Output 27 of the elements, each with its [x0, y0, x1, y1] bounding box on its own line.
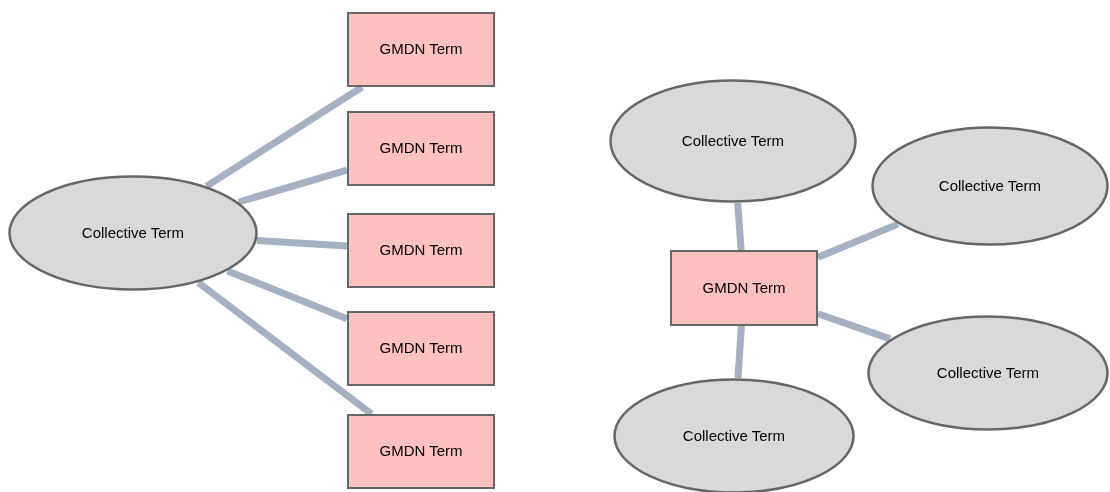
node-label: GMDN Term [379, 339, 463, 358]
connector-line [734, 325, 745, 379]
term-box [347, 111, 495, 186]
connector-line [226, 267, 349, 323]
ellipse-node [8, 175, 258, 291]
connector-line [237, 166, 348, 206]
connector-line [196, 279, 374, 417]
connector-line [734, 202, 745, 251]
ellipse-node [867, 315, 1109, 431]
term-box [347, 311, 495, 386]
term-box [670, 250, 818, 326]
node-label: Collective Term [682, 426, 786, 446]
term-box [347, 12, 495, 87]
node-label: Collective Term [938, 176, 1042, 196]
term-box [347, 414, 495, 489]
node-label: GMDN Term [702, 278, 786, 298]
ellipse-node [871, 126, 1109, 246]
node-label: GMDN Term [379, 139, 463, 158]
node-label: Collective Term [681, 131, 785, 151]
connector-line [256, 237, 348, 250]
node-label: Collective Term [936, 363, 1040, 383]
node-label: GMDN Term [379, 241, 463, 260]
node-label: Collective Term [81, 223, 185, 243]
node-label: GMDN Term [379, 442, 463, 461]
ellipse-node [609, 79, 857, 203]
node-label: GMDN Term [379, 40, 463, 59]
term-box [347, 213, 495, 288]
